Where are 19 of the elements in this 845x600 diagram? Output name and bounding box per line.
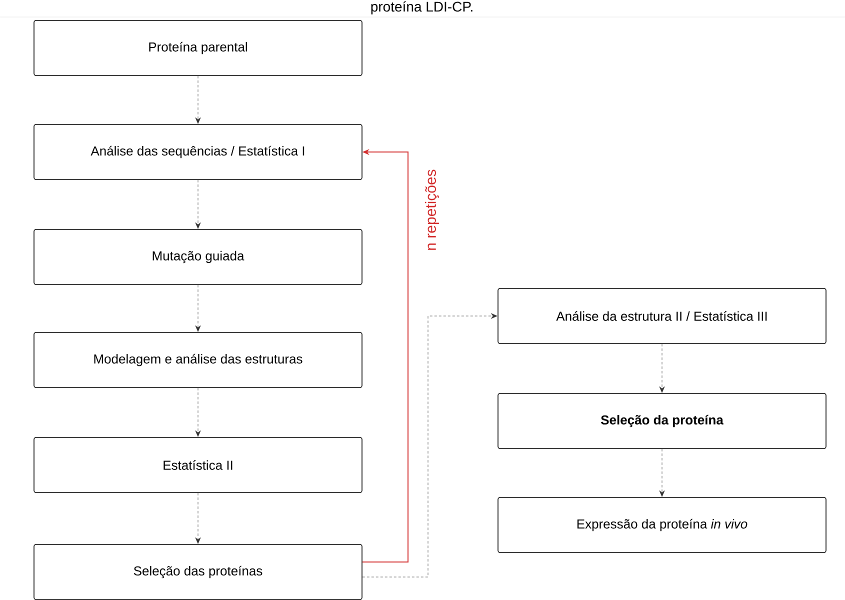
arrow (659, 448, 665, 497)
process-box: Modelagem e análise das estruturas (34, 332, 362, 388)
edge-label: n repetições (424, 168, 440, 252)
arrow (362, 313, 498, 578)
process-box: Mutação guiada (34, 229, 362, 285)
arrow (195, 284, 201, 332)
process-box: Seleção da proteína (498, 393, 826, 449)
process-box: Expressão da proteína in vivo (498, 497, 826, 553)
arrow (195, 76, 201, 124)
arrow (195, 388, 201, 437)
arrow (195, 492, 201, 544)
process-box: Proteína parental (34, 20, 362, 76)
figure-title: proteína LDI-CP. (371, 1, 472, 14)
process-box: Estatística II (34, 437, 362, 493)
process-box: Seleção das proteínas (34, 544, 362, 600)
arrow (659, 344, 665, 393)
arrow (195, 180, 201, 229)
process-box: Análise da estrutura II / Estatística III (498, 288, 826, 344)
process-box: Análise das sequências / Estatística I (34, 124, 362, 180)
